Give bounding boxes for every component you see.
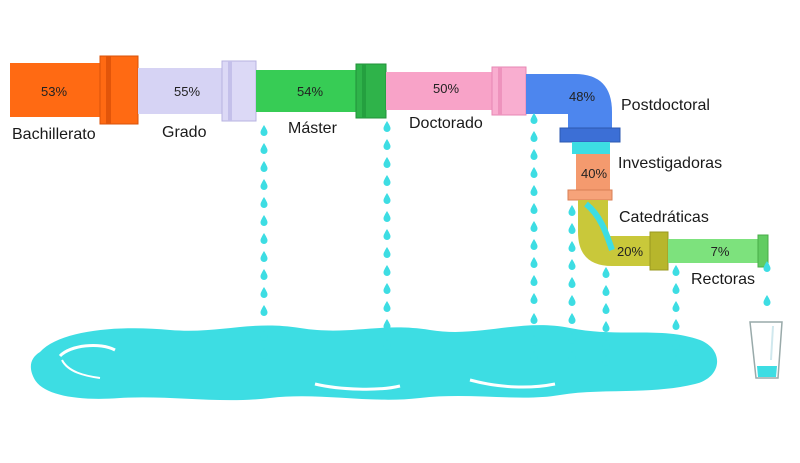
pipe-bachillerato: 53% — [10, 55, 139, 125]
puddle-highlight — [58, 343, 116, 358]
percent-rectoras: 7% — [711, 244, 730, 259]
percent-doctorado: 50% — [433, 81, 459, 96]
pipe-master: 54% — [256, 63, 387, 119]
label-master: Máster — [288, 120, 338, 137]
puddle-highlight — [469, 378, 556, 389]
label-doctorado: Doctorado — [409, 115, 483, 132]
water-stream — [572, 142, 610, 154]
label-investigadoras: Investigadoras — [618, 155, 722, 172]
puddle-highlight — [61, 359, 101, 379]
percent-master: 54% — [297, 84, 323, 99]
label-postdoctoral: Postdoctoral — [621, 97, 710, 114]
glass-icon — [749, 321, 783, 379]
percent-postdoctoral: 48% — [569, 89, 595, 104]
label-grado: Grado — [162, 124, 207, 141]
label-bachillerato: Bachillerato — [12, 126, 96, 143]
label-catedraticas: Catedráticas — [619, 209, 709, 226]
percent-grado: 55% — [174, 84, 200, 99]
pipe-doctorado: 50% — [386, 66, 527, 116]
water-puddle — [30, 325, 718, 401]
pipe-rectoras: 7% — [668, 234, 769, 268]
percent-bachillerato: 53% — [41, 84, 67, 99]
pipe-grado: 55% — [138, 60, 257, 122]
pipe-postdoctoral: 48% — [526, 74, 621, 143]
percent-catedraticas: 20% — [617, 244, 643, 259]
puddle-highlight — [314, 382, 401, 391]
percent-investigadoras: 40% — [581, 166, 607, 181]
pipe-investigadoras: 40% — [567, 154, 613, 201]
pipe-catedraticas: 20% — [578, 200, 669, 271]
label-rectoras: Rectoras — [691, 271, 755, 288]
